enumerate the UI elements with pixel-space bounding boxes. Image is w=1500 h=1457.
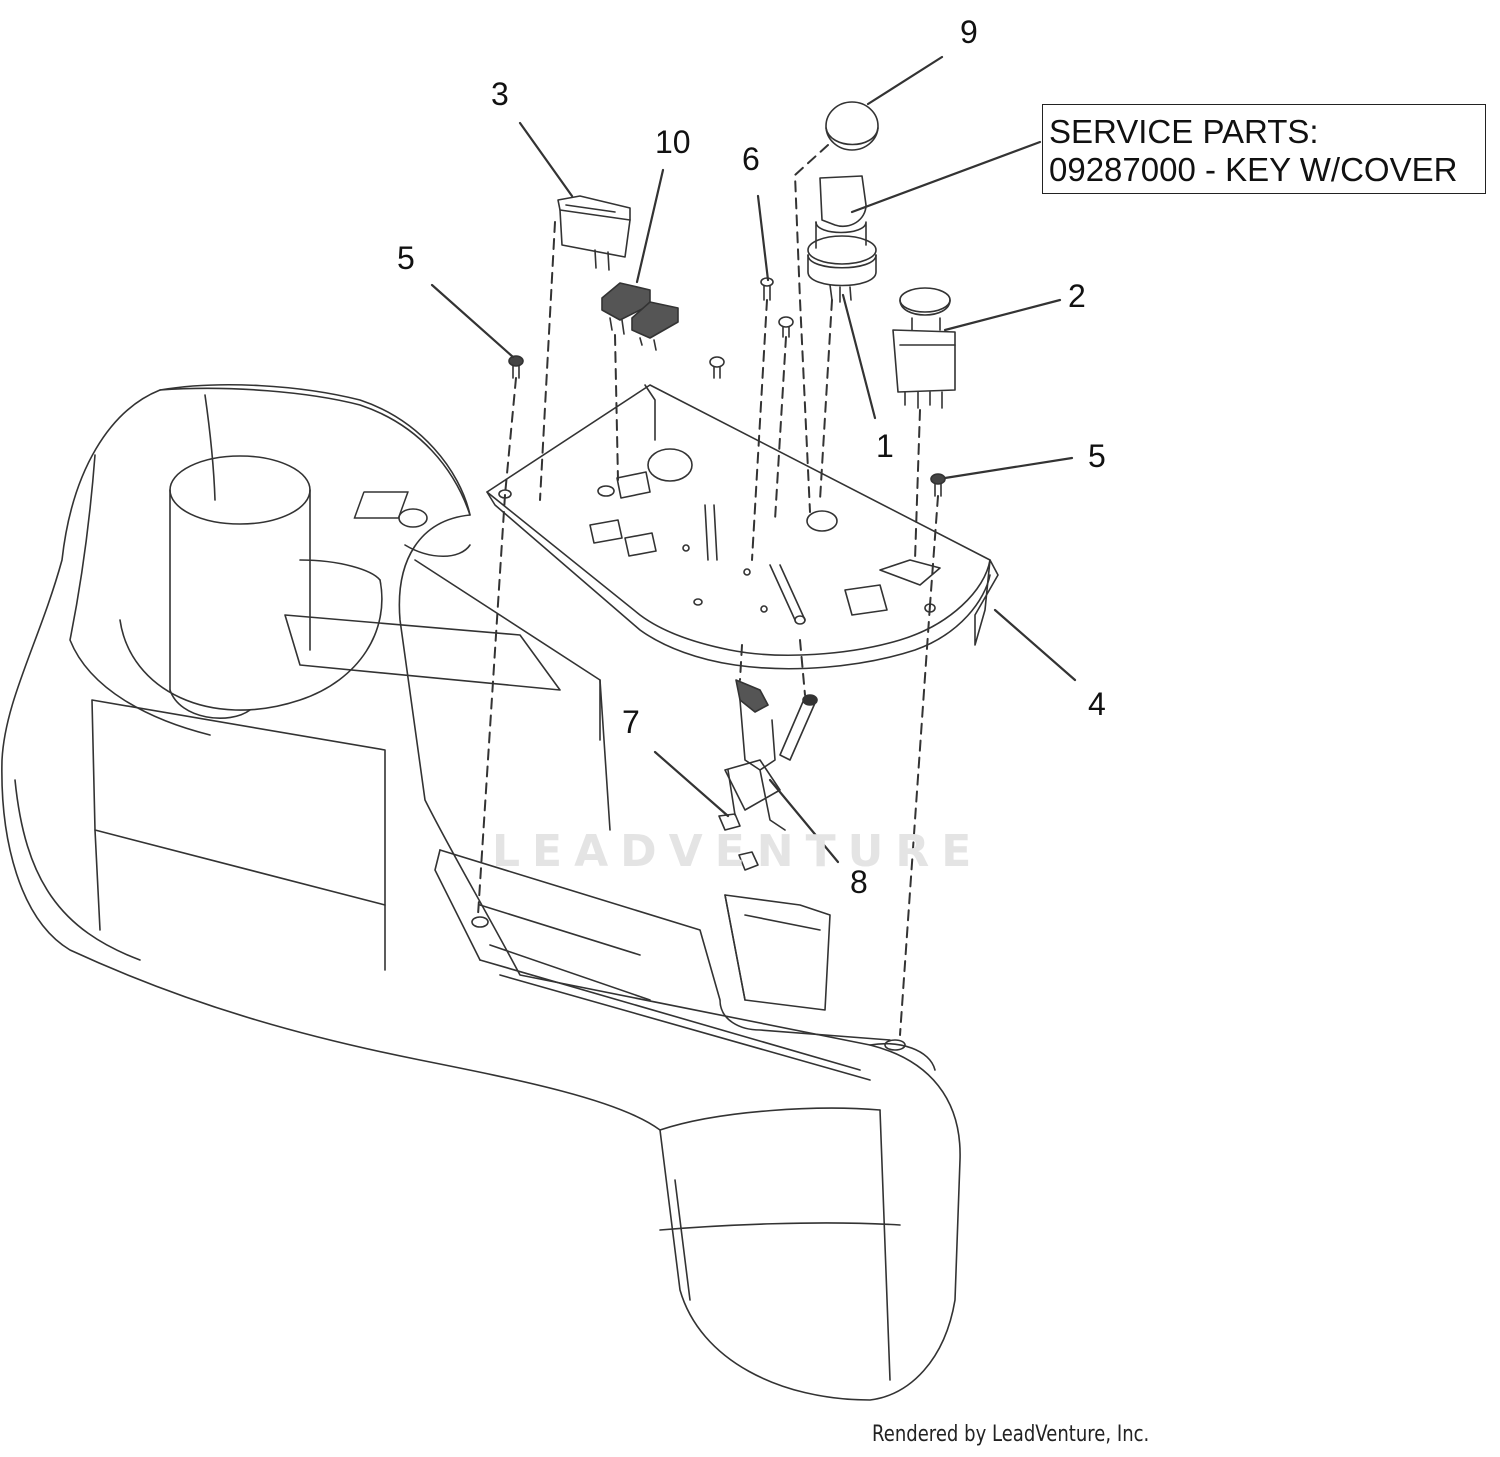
- ignition-switch: [807, 175, 877, 303]
- lever-bracket: [724, 679, 818, 831]
- callout-8: 8: [850, 864, 868, 900]
- service-parts-line: 09287000 - KEY W/COVER: [1049, 151, 1458, 188]
- callout-10: 10: [655, 124, 691, 160]
- service-parts-heading: SERVICE PARTS:: [1049, 113, 1319, 150]
- render-credit: Rendered by LeadVenture, Inc.: [872, 1422, 1150, 1447]
- callout-1: 1: [876, 428, 894, 464]
- watermark: LEADVENTURE: [492, 826, 984, 877]
- rocker-switch: [557, 195, 631, 271]
- callout-5-left: 5: [397, 240, 415, 276]
- leader-lines: [430, 55, 1077, 864]
- key-cover: [825, 101, 879, 151]
- assembly-lines: [477, 144, 939, 1036]
- service-parts-box: SERVICE PARTS: 09287000 - KEY W/COVER: [1042, 104, 1486, 194]
- callout-2: 2: [1068, 278, 1086, 314]
- callout-9: 9: [960, 14, 978, 50]
- callout-7: 7: [622, 704, 640, 740]
- callout-6: 6: [742, 141, 760, 177]
- callout-4: 4: [1088, 686, 1106, 722]
- small-switches: [601, 282, 679, 351]
- mounting-plate: [353, 384, 999, 670]
- callout-5-right: 5: [1088, 438, 1106, 474]
- callout-3: 3: [491, 76, 509, 112]
- pto-switch: [892, 287, 956, 409]
- console-body: [1, 384, 961, 1401]
